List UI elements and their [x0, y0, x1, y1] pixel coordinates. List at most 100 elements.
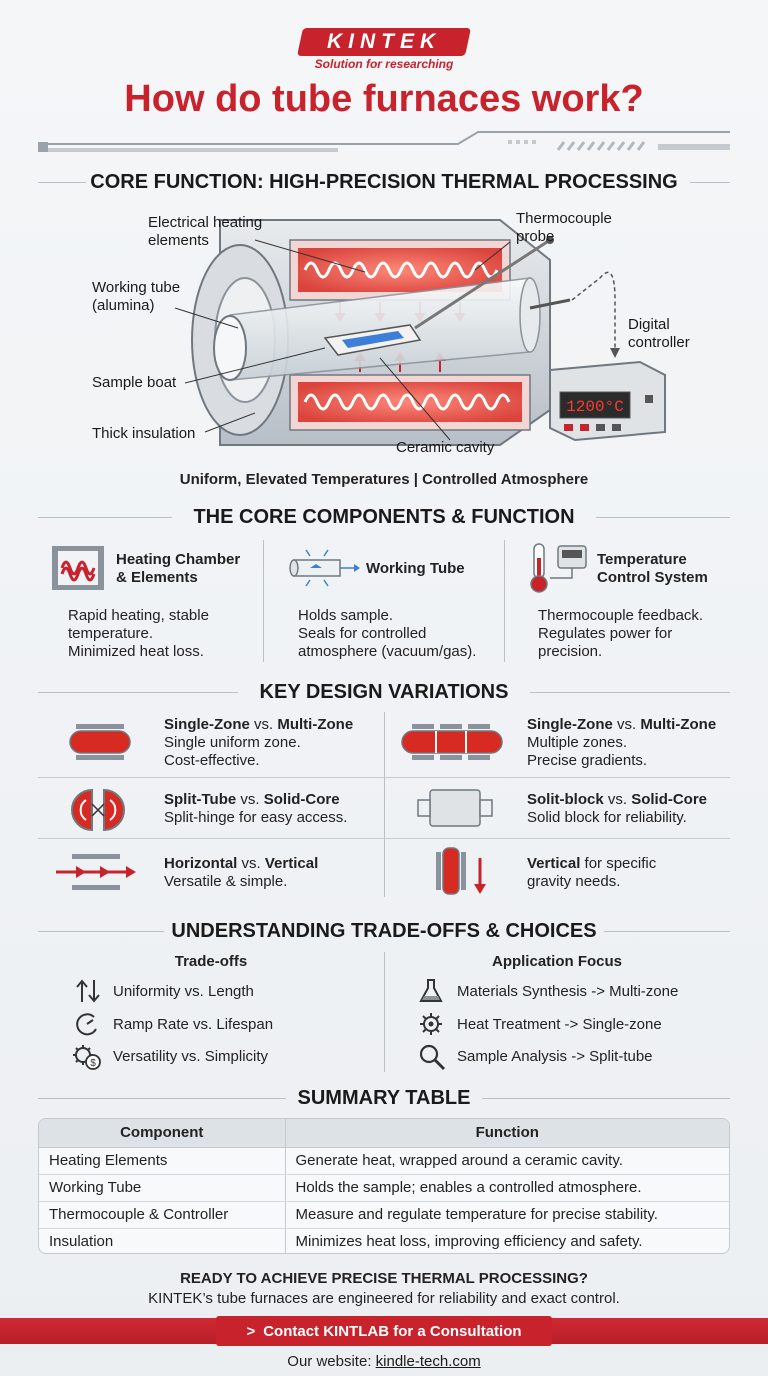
variation-multi-zone: Single-Zone vs. Multi-Zone Multiple zone… [527, 716, 716, 770]
desc-line: Holds sample. [298, 607, 394, 624]
logo-text: KINTEK [326, 30, 442, 53]
variation-b: Solid-Core [631, 791, 708, 808]
summary-heading: SUMMARY TABLE [297, 1087, 471, 1109]
desc-line: precision. [538, 643, 603, 660]
callout-line: Working tube [92, 279, 181, 296]
table-cell: Minimizes heat loss, improving efficienc… [295, 1233, 643, 1251]
variation-vs: vs. [612, 716, 641, 733]
table-cell: Holds the sample; enables a controlled a… [285, 1174, 729, 1202]
vertical-tube-icon [436, 847, 486, 895]
column-divider [504, 540, 505, 662]
callout-working-tube: Working tube (alumina) [92, 279, 180, 315]
components-heading: THE CORE COMPONENTS & FUNCTION [193, 506, 575, 528]
variation-vs: vs. [236, 791, 264, 808]
title-line: & Elements [116, 569, 198, 586]
tradeoffs-subheading: Trade-offs [174, 953, 248, 970]
callout-ceramic-cavity: Ceramic cavity [396, 439, 495, 456]
page-title: How do tube furnaces work? [124, 78, 644, 120]
component-desc-working-tube: Holds sample. Seals for controlled atmos… [298, 607, 476, 661]
website-link[interactable]: kindle-tech.com [375, 1353, 481, 1370]
heading-rule-left [38, 517, 172, 518]
component-title-temperature-control: Temperature Control System [597, 551, 708, 587]
variation-a: Single-Zone [527, 716, 613, 733]
variation-vertical: Vertical for specific gravity needs. [527, 855, 656, 891]
desc-line: Rapid heating, stable [68, 607, 209, 624]
variation-b: Multi-Zone [640, 716, 717, 733]
application-item: Sample Analysis -> Split-tube [457, 1048, 653, 1065]
application-item: Materials Synthesis -> Multi-zone [457, 983, 679, 1000]
cta-title: READY TO ACHIEVE PRECISE THERMAL PROCESS… [180, 1270, 588, 1287]
svg-text:$: $ [90, 1058, 96, 1069]
magnifier-icon [419, 1044, 446, 1071]
callout-thick-insulation: Thick insulation [92, 425, 196, 442]
speed-gauge-icon [76, 1013, 97, 1036]
heading-rule-left [38, 692, 238, 693]
variation-b: Vertical [264, 855, 319, 872]
heading-rule-left [38, 1098, 286, 1099]
heating-coil-icon [52, 546, 104, 590]
multi-zone-icon [401, 724, 503, 760]
variation-desc: Solid block for reliability. [527, 809, 687, 826]
summary-table-grid: Component Function Heating Elements Gene… [39, 1119, 729, 1253]
callout-line: Electrical heating [148, 214, 263, 231]
core-function-heading: CORE FUNCTION: HIGH-PRECISION THERMAL PR… [90, 171, 678, 193]
variation-split-tube: Split-Tube vs. Solid-Core Split-hinge fo… [164, 791, 347, 827]
variation-desc: Versatile & simple. [164, 873, 288, 890]
variations-heading: KEY DESIGN VARIATIONS [259, 681, 509, 703]
tagline: Solution for researching [314, 57, 454, 71]
column-header-function: Function [285, 1119, 729, 1148]
callout-sample-boat: Sample boat [92, 374, 177, 391]
tradeoff-item: Ramp Rate vs. Lifespan [113, 1016, 274, 1033]
solid-block-icon [417, 789, 493, 827]
variation-desc: Split-hinge for easy access. [164, 809, 348, 826]
contact-button-label: Contact KINTLAB for a Consultation [263, 1322, 522, 1340]
website-label: Our website: [287, 1353, 376, 1370]
tradeoffs-heading: UNDERSTANDING TRADE-OFFS & CHOICES [171, 920, 597, 942]
row-divider [38, 838, 730, 839]
variation-desc: Precise gradients. [527, 752, 648, 769]
summary-table: Component Function Heating Elements Gene… [38, 1118, 730, 1254]
table-row: Heating Elements Generate heat, wrapped … [39, 1147, 729, 1175]
cta-subtitle: KINTEK’s tube furnaces are engineered fo… [148, 1290, 620, 1307]
single-zone-icon [69, 724, 131, 760]
gear-icon [420, 1013, 442, 1035]
variation-a: Single-Zone [164, 716, 250, 733]
title-line: Control System [597, 569, 708, 586]
table-cell: Measure and regulate temperature for pre… [285, 1201, 729, 1229]
variation-desc: Multiple zones. [527, 734, 628, 751]
split-tube-icon [71, 788, 125, 832]
application-item: Heat Treatment -> Single-zone [457, 1016, 662, 1033]
table-row: Thermocouple & Controller Measure and re… [39, 1201, 729, 1229]
table-cell: Thermocouple & Controller [39, 1201, 286, 1229]
variation-single-zone: Single-Zone vs. Multi-Zone Single unifor… [164, 716, 353, 770]
heading-rule-right [596, 517, 730, 518]
heading-rule-right [530, 692, 730, 693]
variation-a: Horizontal [164, 855, 238, 872]
desc-line: Minimized heat loss. [68, 643, 204, 660]
table-cell: Working Tube [39, 1174, 286, 1202]
desc-line: temperature. [68, 625, 154, 642]
gear-coin-icon: $ [73, 1045, 101, 1070]
title-line: Heating Chamber [116, 551, 241, 568]
variation-a: Solit-block [527, 791, 604, 808]
variation-desc: gravity needs. [527, 873, 621, 890]
table-header-row: Component Function [39, 1119, 729, 1148]
variation-desc: Cost-effective. [164, 752, 260, 769]
contact-consultation-button[interactable]: > Contact KINTLAB for a Consultation [216, 1316, 552, 1346]
title-line: Temperature [597, 551, 687, 568]
tube-furnace-diagram: 1200°C [174, 219, 666, 446]
heading-rule-right [604, 931, 730, 932]
core-function-caption: Uniform, Elevated Temperatures | Control… [179, 471, 589, 488]
column-header-component: Component [39, 1119, 286, 1148]
component-desc-heating: Rapid heating, stable temperature. Minim… [68, 607, 209, 661]
table-cell: Generate heat, wrapped around a ceramic … [285, 1147, 729, 1175]
kintek-logo: KINTEK [297, 28, 471, 56]
variation-vs: for specific [580, 855, 657, 872]
callout-line: Digital [628, 316, 670, 333]
variation-vs: vs. [249, 716, 278, 733]
tradeoff-item: Versatility vs. Simplicity [113, 1048, 269, 1065]
heading-rule-right [690, 182, 730, 183]
table-cell: Heating Elements [39, 1147, 286, 1175]
variation-vs: vs. [603, 791, 632, 808]
decorative-tech-line [38, 131, 730, 152]
